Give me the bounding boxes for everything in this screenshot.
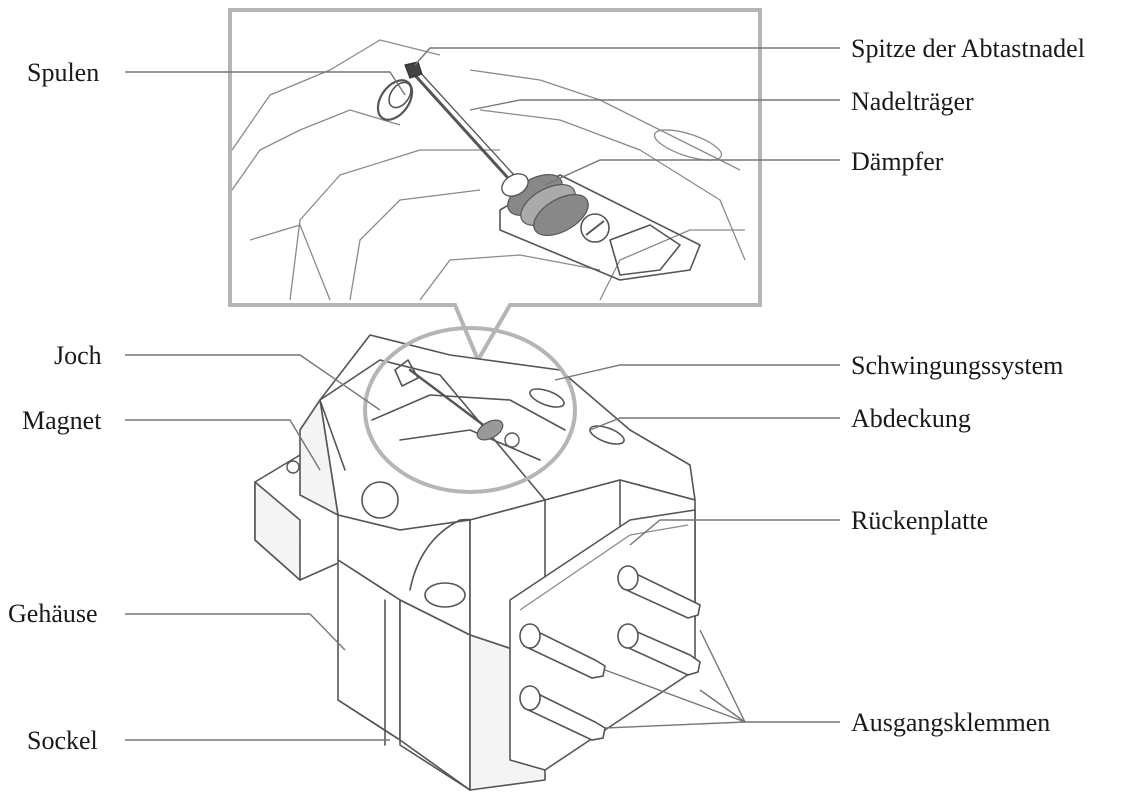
pin-2 [617,623,701,676]
detail-drawing [231,39,746,301]
label-joch: Joch [54,341,102,370]
label-magnet: Magnet [22,406,102,435]
label-sockel: Sockel [27,726,98,755]
damper-rings [501,173,589,237]
label-spitze-der-abtastnadel: Spitze der Abtastnadel [851,34,1085,63]
label-abdeckung: Abdeckung [851,404,971,433]
zoom-callout [228,8,762,365]
pin-3 [519,623,606,679]
label-rueckenplatte: Rückenplatte [851,506,988,535]
leader-lines [125,47,840,741]
zoom-circle [363,326,577,494]
label-schwingungssystem: Schwingungssystem [851,351,1063,380]
pin-1 [617,565,701,619]
label-gehaeuse: Gehäuse [8,599,98,628]
output-pins [519,565,701,741]
labels: Spulen Spitze der Abtastnadel Nadelträge… [8,34,1085,755]
cartridge-body [254,334,696,791]
label-ausgangsklemmen: Ausgangsklemmen [851,708,1050,737]
label-daempfer: Dämpfer [851,147,944,176]
label-spulen: Spulen [27,58,99,87]
pin-4 [519,685,606,741]
label-nadeltraeger: Nadelträger [851,87,974,116]
